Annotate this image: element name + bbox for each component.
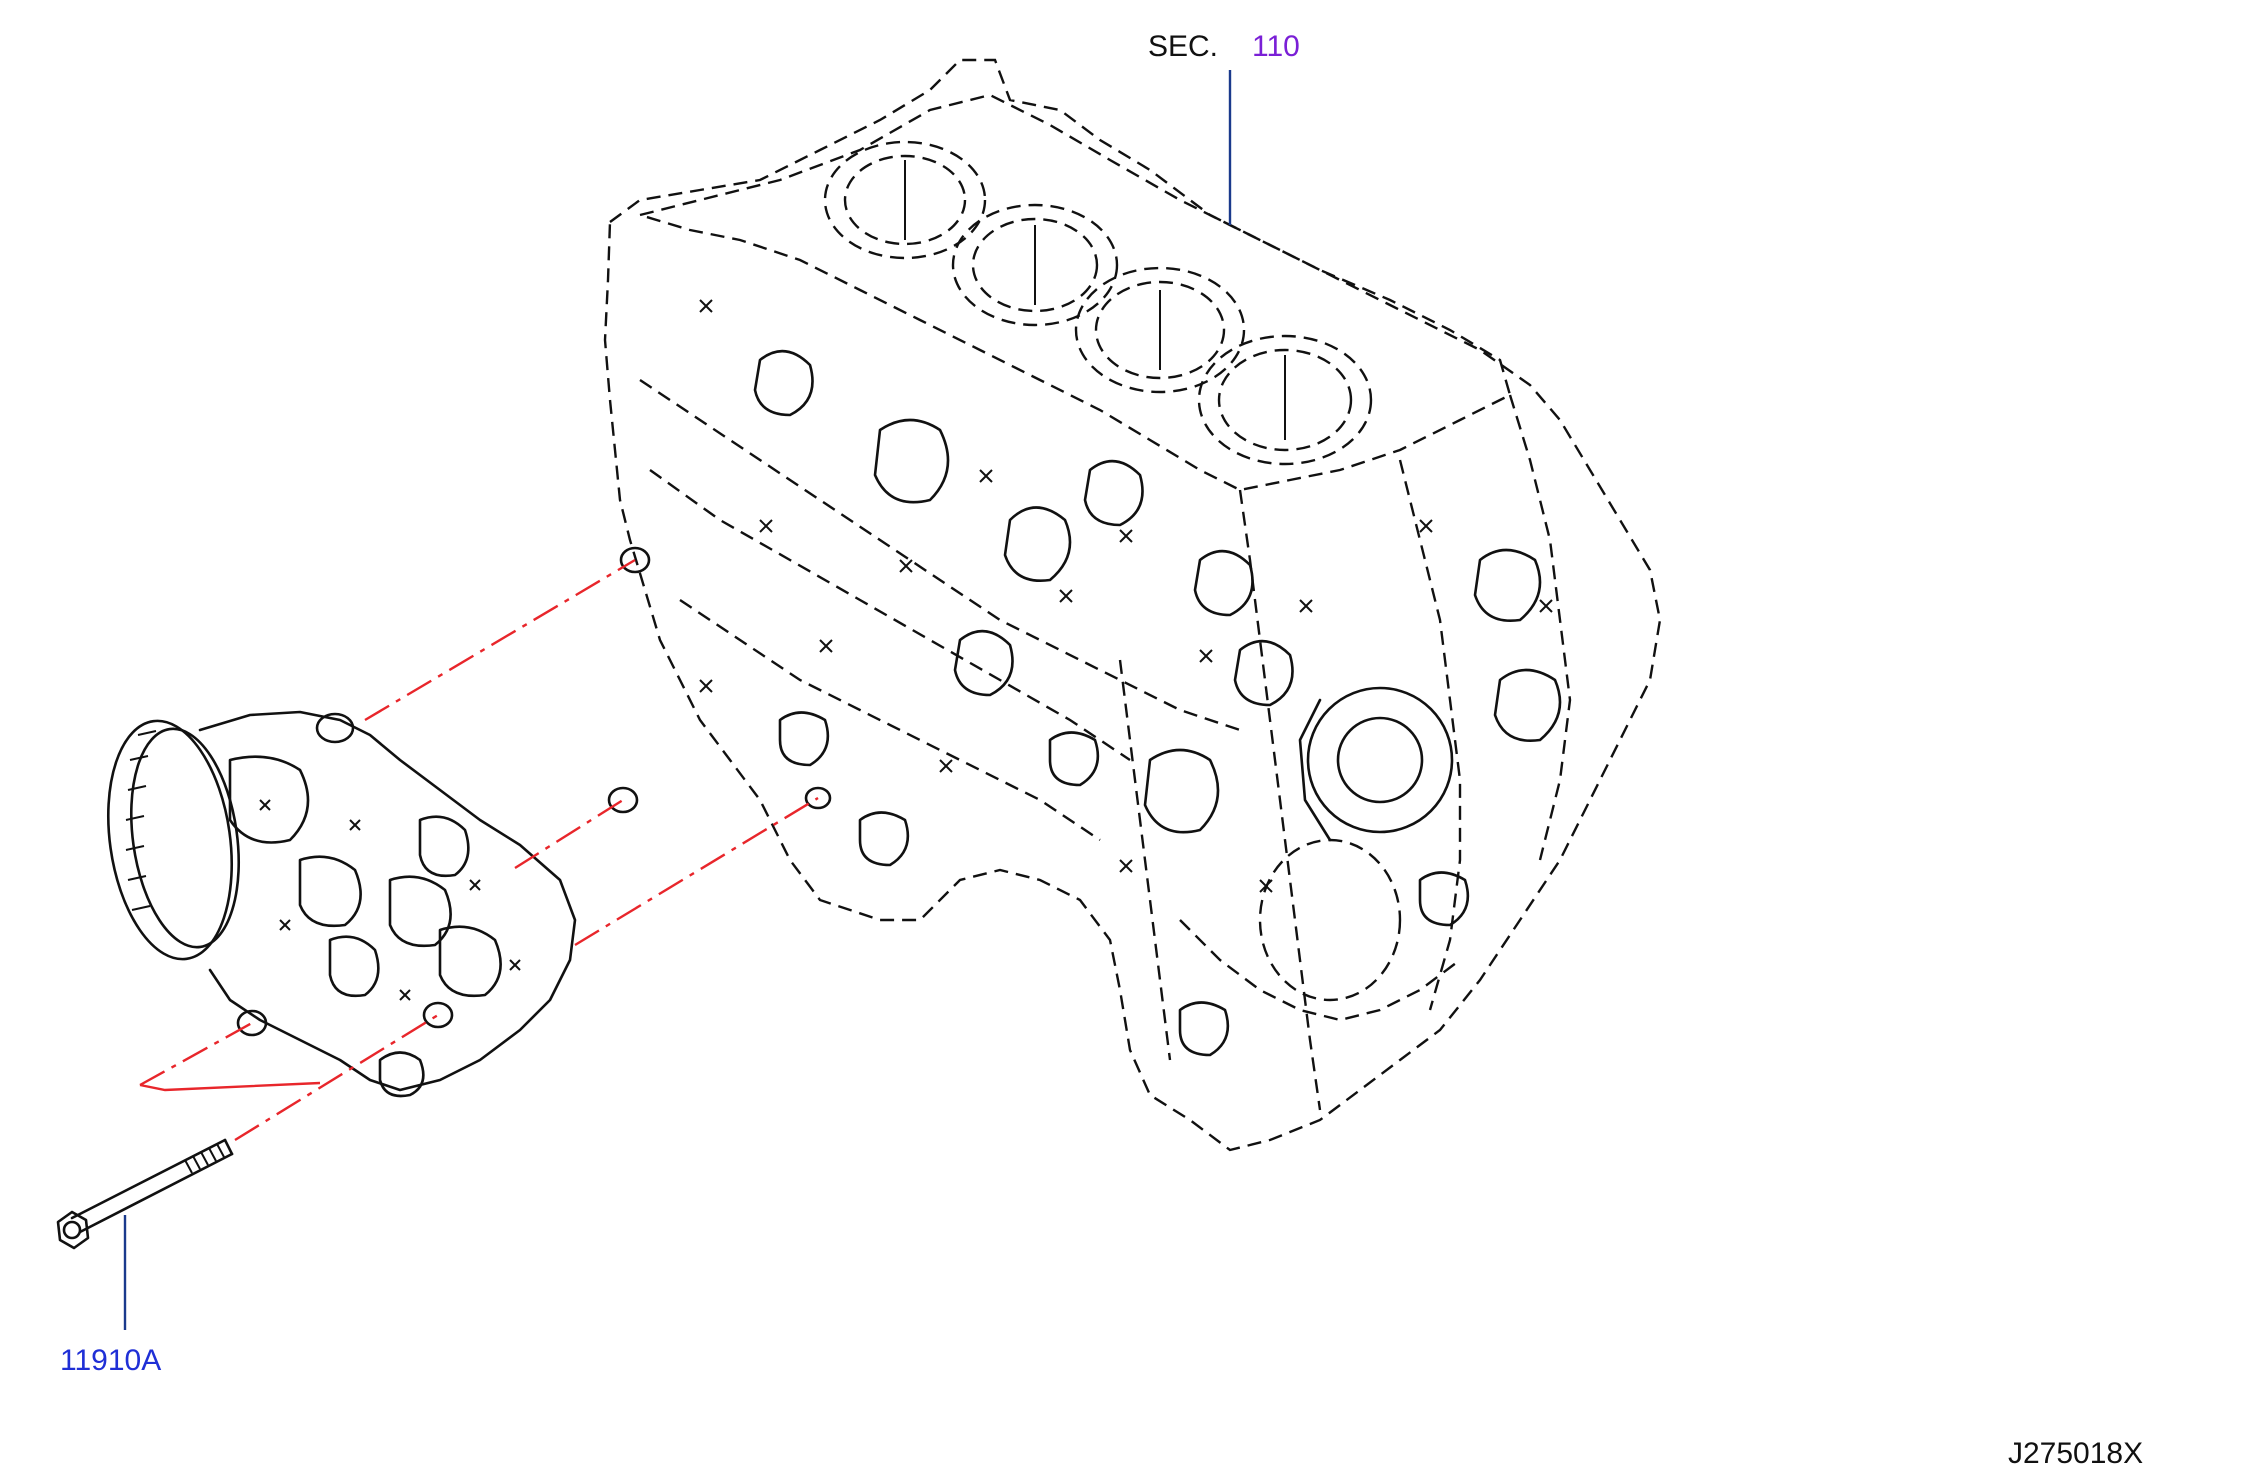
section-number-label[interactable]: 110 bbox=[1252, 30, 1300, 63]
ac-compressor-icon bbox=[106, 710, 577, 1098]
engine-block-icon bbox=[603, 58, 1662, 1152]
alignment-lines bbox=[139, 558, 819, 1142]
section-prefix-label: SEC. bbox=[1148, 30, 1218, 63]
diagram-id-label: J275018X bbox=[2008, 1437, 2143, 1470]
mounting-bolt-icon bbox=[56, 1138, 234, 1250]
part-number-label[interactable]: 11910A bbox=[60, 1344, 161, 1377]
